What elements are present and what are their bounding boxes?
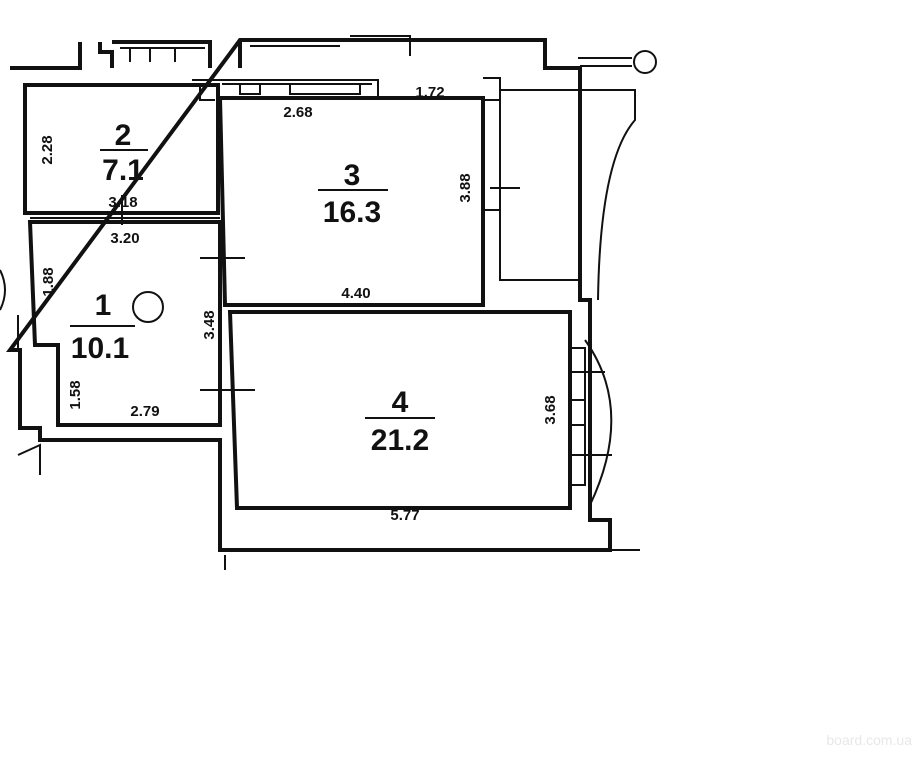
bay-window	[584, 339, 613, 506]
dim-r1-right: 3.48	[201, 310, 218, 339]
room-3-area: 16.3	[323, 196, 381, 229]
dim-r4-bottom: 5.77	[390, 507, 419, 524]
dim-r3-right: 3.88	[457, 173, 474, 202]
room-3-outline	[217, 96, 485, 307]
watermark: board.com.ua	[826, 732, 912, 748]
dim-r1-bottom: 2.79	[130, 403, 159, 420]
room-4-number: 4	[392, 386, 409, 419]
dim-r1-left-lower: 1.58	[67, 380, 84, 409]
fixture-circle	[132, 291, 164, 323]
right-annex	[483, 77, 636, 301]
dim-r4-right: 3.68	[542, 395, 559, 424]
room-2-area: 7.1	[102, 154, 144, 187]
room-4-outline	[227, 310, 572, 510]
room-4-area: 21.2	[371, 424, 429, 457]
dim-r1-top: 3.20	[110, 230, 139, 247]
room-2-number: 2	[115, 119, 132, 152]
room-3-number: 3	[344, 159, 361, 192]
room-1-number: 1	[95, 289, 112, 322]
dim-r3-top-left: 2.68	[283, 104, 312, 121]
dim-r3-top-right: 1.72	[415, 84, 444, 101]
dim-r1-left-upper: 1.88	[40, 267, 57, 296]
dim-r2-height: 2.28	[39, 135, 56, 164]
room-1-area: 10.1	[71, 332, 129, 365]
dim-r2-width: 3.18	[108, 194, 137, 211]
room-1-outline	[27, 220, 222, 427]
dim-r3-bottom: 4.40	[341, 285, 370, 302]
